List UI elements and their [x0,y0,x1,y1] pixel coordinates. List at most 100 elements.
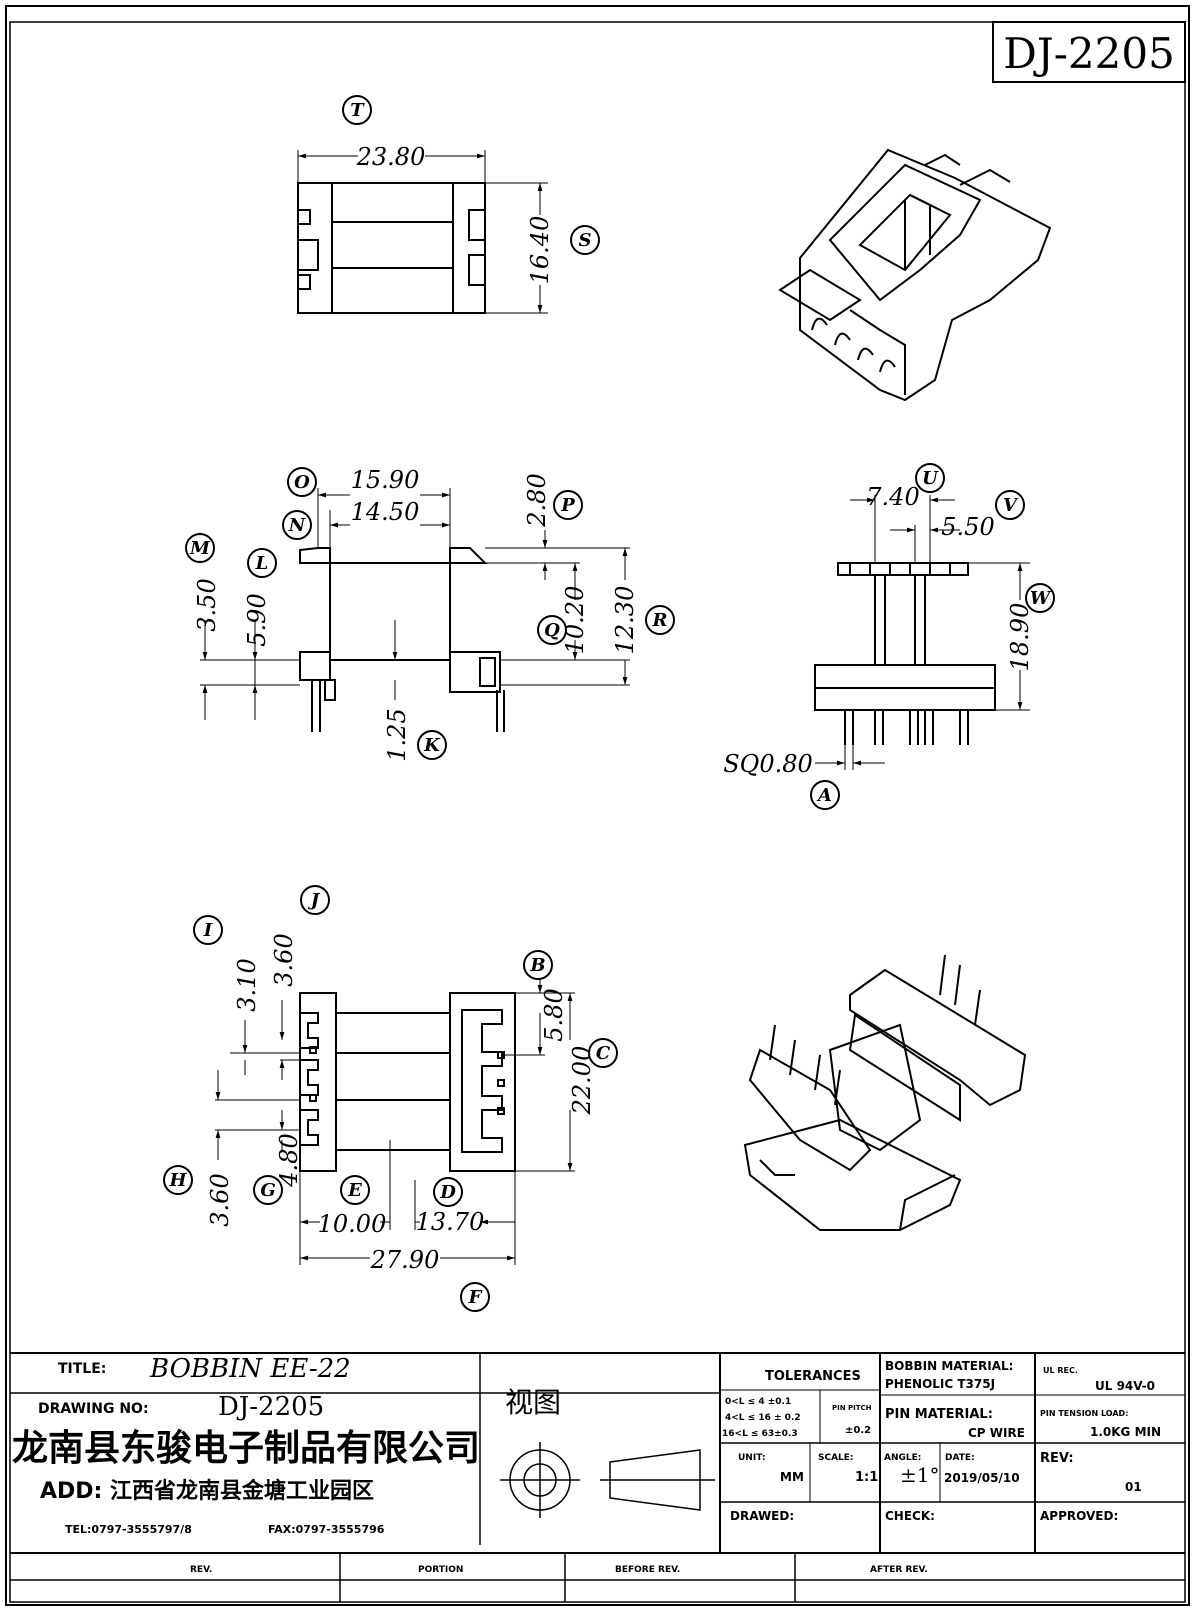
dim-3-50: 3.50 [193,578,221,631]
approved-label: APPROVED: [1040,1509,1118,1523]
tolerance-row-2: 4<L ≤ 16 ± 0.2 [725,1413,801,1423]
dim-1-25: 1.25 [383,708,411,761]
dim-5-90: 5.90 [243,593,271,646]
label-J: J [300,885,330,915]
drawing-number-box [992,21,1186,83]
dim-12-30: 12.30 [611,586,639,655]
dim-3-60-bottom: 3.60 [206,1173,234,1226]
top-view-dims [297,150,548,314]
label-I: I [193,915,223,945]
label-W: W [1025,583,1055,613]
drawed-label: DRAWED: [730,1509,794,1523]
rev-value: 01 [1125,1480,1142,1494]
before-rev-col-header: BEFORE REV. [615,1565,680,1575]
pin-material-value: CP WIRE [968,1426,1025,1440]
pin-material-label: PIN MATERIAL: [885,1407,993,1422]
svg-text:U: U [922,468,939,489]
rev-col-header: REV. [190,1565,212,1575]
svg-text:H: H [168,1170,187,1191]
date-value: 2019/05/10 [944,1471,1020,1485]
svg-text:K: K [423,735,441,756]
view-label: 视图 [505,1386,561,1419]
svg-text:N: N [288,515,307,536]
tolerances-label: TOLERANCES [765,1369,861,1384]
label-S: S [570,225,600,255]
label-G: G [253,1175,283,1205]
title-value: BOBBIN EE-22 [149,1354,351,1384]
pin-pitch-value: ±0.2 [845,1425,871,1436]
svg-text:Q: Q [544,620,560,641]
drawing-no-label: DRAWING NO: [38,1401,149,1417]
svg-text:M: M [189,538,211,559]
isometric-view-bottom [743,954,1027,1231]
ul-rec-label: UL REC. [1043,1366,1078,1375]
label-M: M [185,533,215,563]
svg-text:I: I [203,920,213,941]
label-L: L [247,548,277,578]
label-R: R [645,605,675,635]
label-P: P [553,490,583,520]
isometric-view-top [778,148,1052,402]
label-Q: Q [537,615,567,645]
svg-text:G: G [260,1180,275,1201]
dim-10-20: 10.20 [561,586,589,655]
top-view [297,182,486,314]
company-fax: FAX:0797-3555796 [268,1523,385,1536]
bottom-view-dims [215,965,575,1265]
svg-text:D: D [439,1182,456,1203]
dim-2-80: 2.80 [523,473,551,527]
label-O: O [287,467,317,497]
front-view [814,562,996,745]
company-name: 龙南县东骏电子制品有限公司 [12,1427,480,1469]
side-view-dims [200,488,630,720]
svg-text:P: P [560,495,575,516]
ul-rec-value: UL 94V-0 [1095,1379,1155,1393]
label-K: K [417,730,447,760]
svg-text:A: A [816,785,832,806]
title-block-grid [10,1352,1185,1602]
svg-text:T: T [350,100,365,121]
label-N: N [282,510,312,540]
tolerance-row-3: 16<L ≤ 63±0.3 [722,1429,798,1439]
bobbin-material-label: BOBBIN MATERIAL: [885,1359,1013,1373]
svg-text:B: B [529,955,545,976]
check-label: CHECK: [885,1509,935,1523]
svg-text:W: W [1030,588,1052,609]
label-A: A [810,780,840,810]
label-E: E [340,1175,370,1205]
drawing-no-value: DJ-2205 [218,1392,324,1422]
bobbin-material-value: PHENOLIC T375J [885,1377,995,1391]
dim-sq0-80: SQ0.80 [723,750,813,778]
dim-5-80: 5.80 [540,988,568,1041]
label-D: D [433,1177,463,1207]
date-label: DATE: [945,1453,975,1463]
angle-value: ±1° [900,1463,939,1487]
label-T: T [342,95,372,125]
dim-3-60-top: 3.60 [270,933,298,986]
dim-3-10: 3.10 [233,958,261,1011]
svg-text:R: R [652,610,668,631]
dim-27-90: 27.90 [370,1246,440,1274]
svg-text:L: L [255,553,269,574]
rev-label: REV: [1040,1451,1074,1466]
svg-text:E: E [347,1180,362,1201]
scale-value: 1:1 [855,1470,878,1485]
after-rev-col-header: AFTER REV. [870,1565,928,1575]
outer-border [5,5,1190,1606]
bottom-view [299,992,516,1172]
svg-text:S: S [579,230,592,251]
inner-border [9,21,1186,1603]
dim-7-40: 7.40 [866,483,919,511]
svg-text:J: J [308,890,321,911]
portion-col-header: PORTION [418,1565,463,1575]
ref-labels: T S O N M L P Q R K U V W A J I B C H G … [163,95,1055,1312]
label-C: C [588,1038,618,1068]
company-tel: TEL:0797-3555797/8 [65,1523,192,1536]
label-F: F [460,1282,490,1312]
tolerance-row-1: 0<L ≤ 4 ±0.1 [725,1397,791,1407]
dim-16-40: 16.40 [526,216,554,285]
label-U: U [915,463,945,493]
company-address: ADD: 江西省龙南县金塘工业园区 [40,1478,374,1504]
svg-text:O: O [294,472,310,493]
unit-label: UNIT: [738,1453,765,1463]
